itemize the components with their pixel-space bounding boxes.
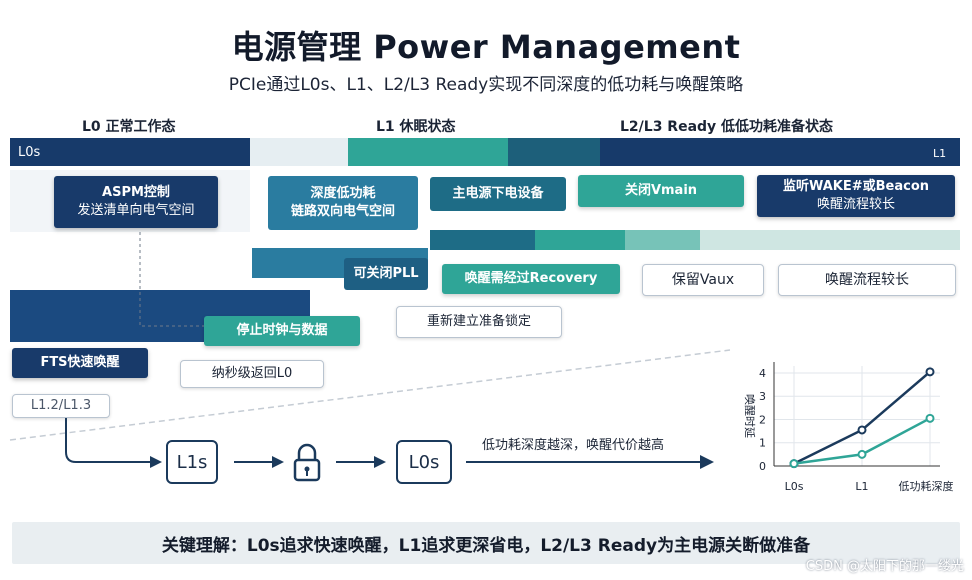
stop-clock-box: 停止时钟与数据 <box>204 316 360 346</box>
series-point-1 <box>857 449 867 459</box>
aspm-box: ASPM控制 发送清单向电气空间 <box>54 176 218 228</box>
fts-wake-box: FTS快速唤醒 <box>12 348 148 378</box>
l12-l13-box: L1.2/L1.3 <box>12 394 110 418</box>
series-point-0 <box>857 425 867 435</box>
aspm-line-2: 发送清单向电气空间 <box>77 203 195 218</box>
series-point-1 <box>789 459 799 469</box>
key-insight-banner: 关键理解：L0s追求快速唤醒，L1追求更深省电，L2/L3 Ready为主电源关… <box>12 522 960 564</box>
band-strip-1 <box>430 230 535 250</box>
column-header-l0: L0 正常工作态 <box>82 119 176 135</box>
wake-beacon-line-2: 唤醒流程较长 <box>816 197 895 212</box>
timeline-segment-l23 <box>600 138 960 166</box>
deep-low-power-line-1: 深度低功耗 <box>310 186 376 202</box>
rebuild-lock-box: 重新建立准备锁定 <box>396 306 562 338</box>
y-tick-label: 2 <box>759 413 766 426</box>
aspm-line-1: ASPM控制 <box>102 185 170 201</box>
band-strip-2 <box>535 230 625 250</box>
watermark: CSDN @太阳下的那一缕光 <box>805 559 964 574</box>
wake-latency-chart: 0 1 2 3 4 唤醒时延 L0s L1 低功耗深度 <box>743 362 954 493</box>
y-tick-label: 1 <box>759 437 766 450</box>
flow-caption: 低功耗深度越深，唤醒代价越高 <box>482 438 665 453</box>
flow-node-l1s: L1s <box>166 440 218 484</box>
y-tick-label: 4 <box>759 367 766 380</box>
close-vmain-box: 关闭Vmain <box>578 175 744 207</box>
flow-node-l0s: L0s <box>396 440 452 484</box>
page-subtitle: PCIe通过L0s、L1、L2/L3 Ready实现不同深度的低功耗与唤醒策略 <box>228 75 744 95</box>
wake-beacon-box: 监听WAKE#或Beacon 唤醒流程较长 <box>757 175 955 217</box>
ns-return-box: 纳秒级返回L0 <box>180 360 324 388</box>
deep-low-power-box: 深度低功耗 链路双向电气空间 <box>268 176 418 230</box>
deep-low-power-line-2: 链路双向电气空间 <box>290 204 395 219</box>
x-tick-label: L1 <box>855 480 868 493</box>
lock-icon <box>290 440 324 484</box>
page-title: 电源管理 Power Management <box>231 28 741 66</box>
timeline-segment-l1-deep <box>508 138 600 166</box>
column-header-l23: L2/L3 Ready 低低功耗准备状态 <box>620 119 834 135</box>
band-strip-3 <box>625 230 700 250</box>
wake-long-box: 唤醒流程较长 <box>778 264 956 296</box>
y-axis-label: 唤醒时延 <box>743 394 757 438</box>
wake-beacon-line-1: 监听WAKE#或Beacon <box>782 179 930 195</box>
keep-vaux-box: 保留Vaux <box>642 264 764 296</box>
column-header-l1: L1 休眠状态 <box>376 119 456 135</box>
timeline-segment-l1 <box>348 138 508 166</box>
wake-recovery-box: 唤醒需经过Recovery <box>442 264 620 294</box>
series-point-0 <box>925 367 935 377</box>
timeline-segment-l0 <box>10 138 250 166</box>
y-tick-label: 0 <box>759 460 766 473</box>
x-tick-label: L0s <box>785 480 804 493</box>
timeline-right-label: L1 <box>933 147 947 160</box>
main-power-off-box: 主电源下电设备 <box>430 177 566 211</box>
timeline-segment-gap <box>250 138 348 166</box>
band-strip-4 <box>700 230 960 250</box>
timeline-left-label: L0s <box>18 145 41 160</box>
x-tick-label: 低功耗深度 <box>899 479 954 493</box>
series-point-1 <box>925 413 935 423</box>
pll-off-box: 可关闭PLL <box>344 258 428 290</box>
y-tick-label: 3 <box>759 390 766 403</box>
